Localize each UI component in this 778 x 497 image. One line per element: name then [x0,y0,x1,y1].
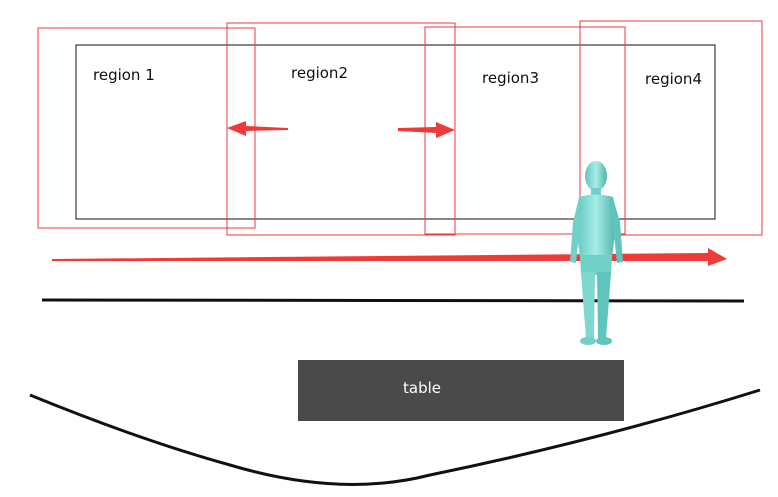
arrow-left-icon [227,121,288,136]
region-4-label: region4 [645,70,702,88]
table-block [298,360,624,421]
region-1-box [38,28,255,228]
region-2-label: region2 [291,64,348,82]
display-frame [76,45,715,219]
long-arrow-right-icon [52,248,727,266]
floor-line [42,300,744,301]
table-label: table [403,379,441,397]
person-figure-icon [570,161,623,345]
arrow-right-icon [398,122,455,138]
region-3-label: region3 [482,69,539,87]
region-1-label: region 1 [93,66,155,84]
